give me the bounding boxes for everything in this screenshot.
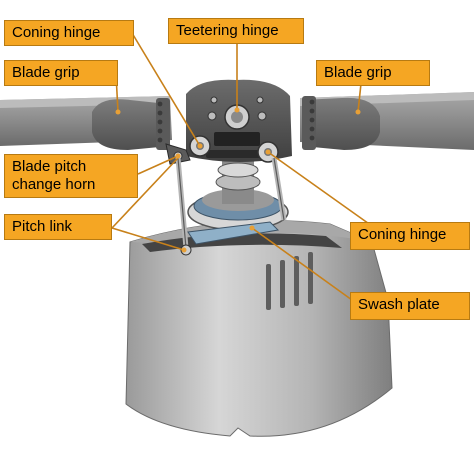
mast-housing: [125, 220, 393, 437]
vent-slots: [266, 252, 313, 310]
swash-plate: [187, 189, 289, 245]
label-swash-plate: Swash plate: [350, 292, 470, 320]
blade-grip-right: [302, 96, 380, 150]
label-teetering-hinge: Teetering hinge: [168, 18, 304, 44]
hub-bolts: [207, 96, 267, 121]
label-blade-grip-left: Blade grip: [4, 60, 118, 86]
label-blade-grip-right: Blade grip: [316, 60, 430, 86]
rotor-mast: [215, 160, 261, 204]
label-blade-pitch-change-horn-line1: Blade pitch: [12, 158, 87, 175]
label-pitch-link: Pitch link: [4, 214, 112, 240]
teetering-hinge-bolt: [224, 104, 250, 130]
label-blade-pitch-change-horn: Blade pitch change horn: [4, 154, 138, 198]
leader-lines: [111, 32, 373, 301]
blade-grip-left: [92, 98, 170, 150]
label-coning-hinge-left: Coning hinge: [4, 20, 134, 46]
label-blade-pitch-change-horn-line2: change horn: [12, 176, 96, 193]
leader-dots: [115, 107, 361, 253]
label-coning-hinge-right: Coning hinge: [350, 222, 470, 250]
pitch-link-right: [271, 157, 287, 221]
